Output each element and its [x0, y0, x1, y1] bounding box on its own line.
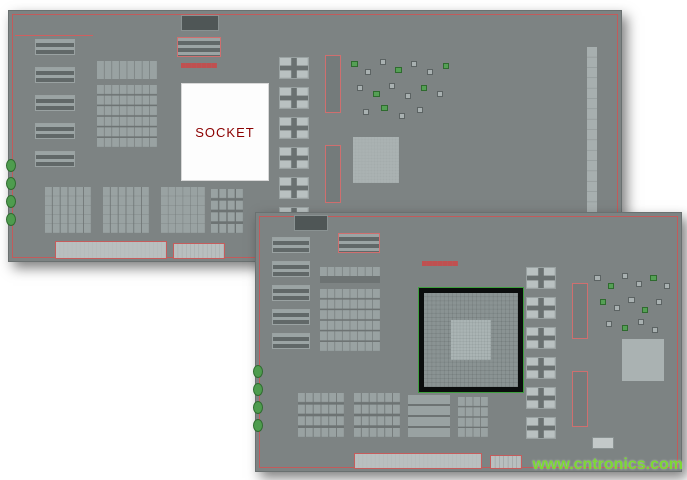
smd-pad [636, 281, 642, 287]
smd-pad [614, 305, 620, 311]
edge-connector [55, 241, 167, 259]
smd-footprint [526, 297, 556, 319]
pad-cluster [320, 289, 380, 351]
through-hole-pad [253, 365, 263, 378]
socket-area: SOCKET [181, 83, 269, 181]
smd-pad [373, 91, 380, 97]
smd-footprint [272, 261, 310, 277]
smd-pad [622, 273, 628, 279]
bga-land-pattern [622, 339, 664, 381]
smd-footprint [272, 285, 310, 301]
smd-pad [381, 105, 388, 111]
edge-connector [490, 455, 522, 469]
pad-cluster [211, 189, 243, 233]
smd-pad [389, 83, 395, 89]
smd-pad [642, 307, 648, 313]
pad-cluster [45, 187, 91, 233]
smd-footprint [279, 177, 309, 199]
through-hole-pad [6, 195, 16, 208]
smd-pad [594, 275, 601, 281]
smd-pad [411, 61, 417, 67]
connector-footprint [325, 55, 341, 113]
pad-column [587, 47, 601, 233]
socket-label: SOCKET [195, 124, 255, 140]
pad-cluster [97, 61, 157, 79]
smd-pad [351, 61, 358, 67]
bga-land-pattern [353, 137, 399, 183]
smd-pad [365, 69, 371, 75]
smd-footprint [177, 37, 221, 57]
smd-pad [357, 85, 363, 91]
smd-pad [421, 85, 427, 91]
smd-footprint [526, 267, 556, 289]
through-hole-pad [6, 159, 16, 172]
bga-center-pads [451, 320, 491, 360]
smd-component [592, 437, 614, 449]
pad-cluster [103, 187, 149, 233]
through-hole-pad [253, 419, 263, 432]
pad-cluster [320, 267, 380, 283]
edge-connector [173, 243, 225, 259]
smd-footprint [35, 39, 75, 55]
smd-footprint [279, 147, 309, 169]
smd-footprint [35, 151, 75, 167]
smd-pad [395, 67, 402, 73]
smd-pad [427, 69, 433, 75]
pad-cluster [161, 187, 205, 233]
smd-pad [606, 321, 612, 327]
pad-cluster [354, 393, 400, 437]
pad-cluster [408, 395, 450, 437]
smd-pad [405, 93, 411, 99]
smd-footprint [338, 233, 380, 253]
smd-pad [628, 297, 635, 303]
smd-footprint [35, 67, 75, 83]
smd-pad [600, 299, 606, 305]
smd-footprint [272, 237, 310, 253]
smd-pad [399, 113, 405, 119]
smd-pad [417, 107, 423, 113]
watermark-text: www.cntronics.com [532, 456, 683, 473]
smd-pad [652, 327, 658, 333]
edge-component [181, 15, 219, 31]
smd-footprint [272, 309, 310, 325]
smd-footprint [272, 333, 310, 349]
connector-footprint [572, 283, 588, 339]
smd-footprint [279, 87, 309, 109]
fiducial-row [181, 63, 217, 68]
pad-cluster [458, 397, 488, 437]
smd-footprint [279, 57, 309, 79]
board-outline-segment [15, 35, 93, 36]
edge-component [294, 215, 328, 231]
smd-footprint [526, 387, 556, 409]
through-hole-pad [253, 401, 263, 414]
edge-connector [354, 453, 482, 469]
through-hole-pad [6, 213, 16, 226]
bga-chip [418, 287, 524, 393]
smd-footprint [526, 327, 556, 349]
smd-footprint [35, 95, 75, 111]
smd-footprint [526, 417, 556, 439]
smd-pad [608, 283, 614, 289]
smd-footprint [35, 123, 75, 139]
smd-footprint [279, 117, 309, 139]
smd-pad [363, 109, 369, 115]
smd-footprint [526, 357, 556, 379]
smd-pad [638, 319, 644, 325]
through-hole-pad [6, 177, 16, 190]
smd-pad [650, 275, 657, 281]
pcb-board-bga [253, 212, 682, 472]
smd-pad [622, 325, 628, 331]
smd-pad [656, 299, 662, 305]
smd-pad [443, 63, 449, 69]
through-hole-pad [253, 383, 263, 396]
connector-footprint [325, 145, 341, 203]
smd-pad [664, 283, 670, 289]
smd-pad [380, 59, 386, 65]
pad-cluster [298, 393, 344, 437]
smd-pad [437, 91, 443, 97]
pad-cluster [97, 85, 157, 147]
fiducial-row [422, 261, 458, 266]
connector-footprint [572, 371, 588, 427]
